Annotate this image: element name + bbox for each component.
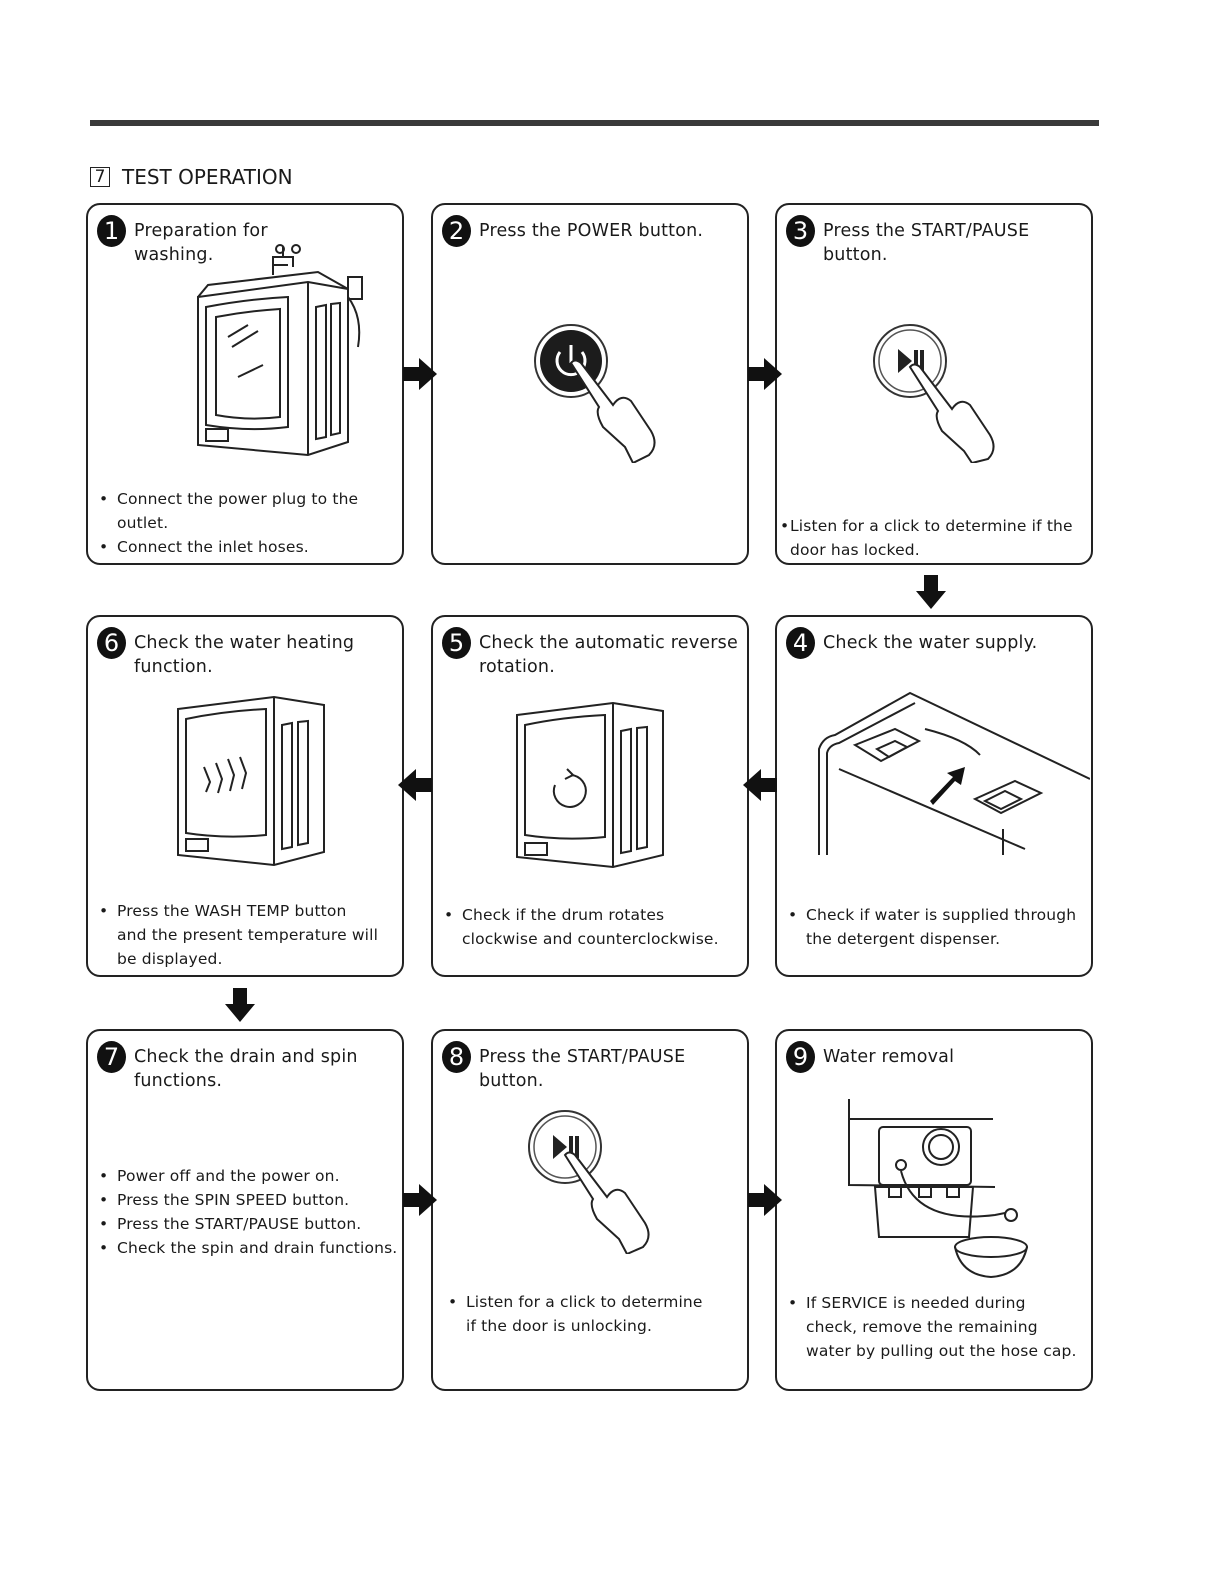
flow-arrow-icon — [748, 1184, 782, 1216]
step-number-badge: 7 — [97, 1041, 126, 1073]
step-bullets: If SERVICE is needed during check, remov… — [788, 1291, 1089, 1363]
step-title: Check the automatic reverse rotation. — [479, 633, 738, 677]
step-number-badge: 9 — [786, 1041, 815, 1073]
step-panel-1: 1 Preparation for washing. Connect the p… — [86, 203, 404, 565]
step-number-badge: 1 — [97, 215, 126, 247]
step-title: Check the water supply. — [823, 633, 1038, 653]
section-number: 7 — [90, 167, 110, 187]
step-title: Preparation for washing. — [134, 221, 268, 265]
step-number-badge: 3 — [786, 215, 815, 247]
flow-arrow-icon — [930, 767, 965, 805]
bullet-item: Listen for a click to determine if the d… — [780, 514, 1089, 562]
flow-arrow-icon — [398, 769, 432, 801]
detergent-dispenser-icon — [818, 691, 1090, 855]
bullet-item: Press the SPIN SPEED button. — [99, 1188, 400, 1212]
start-pause-button-icon — [528, 1110, 650, 1254]
step-bullets: Check if water is supplied through the d… — [788, 903, 1089, 951]
flow-arrow-icon — [916, 575, 946, 609]
step-number-badge: 8 — [442, 1041, 471, 1073]
step-bullets: Connect the power plug to the outlet. Co… — [99, 487, 400, 559]
step-panel-9: 9 Water removal If SERVICE is needed dur… — [775, 1029, 1093, 1391]
step-title: Press the POWER button. — [479, 221, 704, 241]
step-bullets: Listen for a click to determine if the d… — [448, 1290, 745, 1338]
pressing-hand-icon — [563, 1151, 650, 1254]
step-number-badge: 4 — [786, 627, 815, 659]
flow-arrow-icon — [225, 988, 255, 1022]
step-bullets: Check if the drum rotates clockwise and … — [444, 903, 745, 951]
bullet-item: Listen for a click to determine if the d… — [448, 1290, 745, 1338]
flow-arrow-icon — [403, 1184, 437, 1216]
step-number-badge: 5 — [442, 627, 471, 659]
step-number-badge: 6 — [97, 627, 126, 659]
bullet-item: Power off and the power on. — [99, 1164, 400, 1188]
bullet-item: Connect the power plug to the outlet. — [99, 487, 400, 535]
step-panel-2: 2 Press the POWER button. — [431, 203, 749, 565]
section-heading: 7 TEST OPERATION — [90, 165, 293, 189]
bullet-item: Press the WASH TEMP button and the prese… — [99, 899, 400, 971]
step-bullets: Press the WASH TEMP button and the prese… — [99, 899, 400, 971]
bullet-item: If SERVICE is needed during check, remov… — [788, 1291, 1089, 1363]
flow-arrow-icon — [743, 769, 777, 801]
step-panel-3: 3 Press the START/PAUSE button. Listen f… — [775, 203, 1093, 565]
step-title: Check the water heating function. — [134, 633, 355, 677]
washing-machine-icon — [177, 695, 325, 867]
washing-machine-icon — [197, 244, 363, 457]
step-panel-7: 7 Check the drain and spin functions. Po… — [86, 1029, 404, 1391]
pressing-hand-icon — [908, 363, 995, 463]
flow-arrow-icon — [403, 358, 437, 390]
step-title: Press the START/PAUSE button. — [479, 1047, 686, 1091]
step-panel-8: 8 Press the START/PAUSE button. Listen f… — [431, 1029, 749, 1391]
bullet-item: Check the spin and drain functions. — [99, 1236, 400, 1260]
power-button-icon — [534, 324, 656, 463]
section-title: TEST OPERATION — [122, 165, 293, 189]
top-rule — [90, 120, 1099, 126]
step-title: Press the START/PAUSE button. — [823, 221, 1030, 265]
pressing-hand-icon — [569, 359, 656, 463]
start-pause-button-icon — [873, 324, 995, 463]
step-title: Water removal — [823, 1047, 955, 1067]
bullet-item: Check if the drum rotates clockwise and … — [444, 903, 745, 951]
bullet-item: Press the START/PAUSE button. — [99, 1212, 400, 1236]
washing-machine-icon — [516, 701, 664, 869]
drain-hose-icon — [848, 1099, 1028, 1279]
bullet-item: Check if water is supplied through the d… — [788, 903, 1089, 951]
step-panel-5: 5 Check the automatic reverse rotation. … — [431, 615, 749, 977]
step-bullets: Power off and the power on. Press the SP… — [99, 1164, 400, 1260]
step-title: Check the drain and spin functions. — [134, 1047, 358, 1091]
bullet-item: Connect the inlet hoses. — [99, 535, 400, 559]
step-number-badge: 2 — [442, 215, 471, 247]
step-panel-4: 4 Check the water supply. Check if water… — [775, 615, 1093, 977]
flow-arrow-icon — [748, 358, 782, 390]
step-panel-6: 6 Check the water heating function. Pres… — [86, 615, 404, 977]
step-bullets: Listen for a click to determine if the d… — [780, 514, 1089, 562]
